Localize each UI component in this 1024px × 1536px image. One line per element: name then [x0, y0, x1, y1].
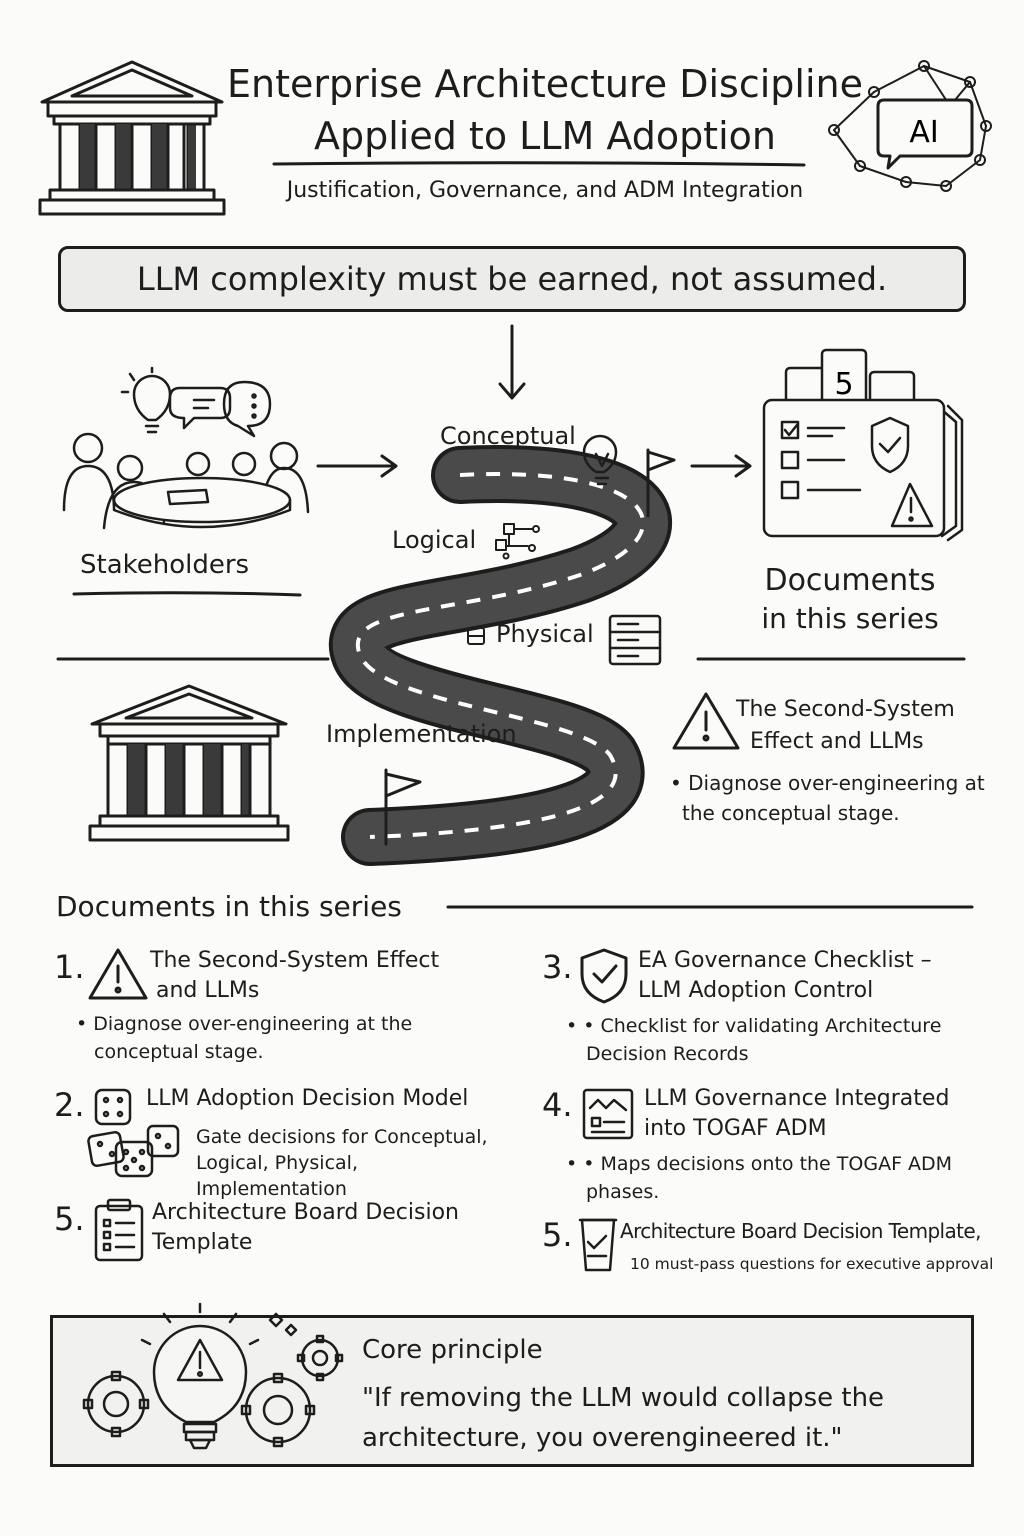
- gears-lightbulb-icon: [82, 1302, 344, 1450]
- doc-item-desc: • • Checklist for validating Architectur…: [566, 1012, 941, 1068]
- core-principle-heading: Core principle: [362, 1335, 543, 1365]
- chart-document-icon: [582, 1088, 634, 1140]
- documents-label: Documents in this series: [740, 562, 960, 638]
- doc-item-desc: 10 must-pass questions for executive app…: [630, 1255, 994, 1273]
- doc-item-title: EA Governance Checklist – LLM Adoption C…: [638, 946, 932, 1006]
- doc-item-2[interactable]: 2. LLM Adoption Decision Model Gate deci…: [54, 1084, 504, 1200]
- key-message-text: LLM complexity must be earned, not assum…: [136, 260, 888, 298]
- dice-icon: [87, 1088, 180, 1178]
- stakeholders-underline: [72, 591, 302, 597]
- callout-desc-line1: • Diagnose over-engineering at: [670, 771, 985, 795]
- doc-item-4[interactable]: 4. LLM Governance Integrated into TOGAF …: [542, 1084, 982, 1204]
- cup-check-icon: [578, 1218, 618, 1272]
- documents-section-title: Documents in this series: [56, 890, 402, 923]
- shield-check-icon: [580, 948, 628, 1004]
- flag-icon: [646, 448, 676, 518]
- flag-icon-2: [384, 768, 422, 846]
- callout-desc-line1-text: Diagnose over-engineering at: [688, 771, 985, 795]
- doc-stack-number: 5: [834, 367, 853, 402]
- doc-item-number: 3.: [542, 948, 573, 986]
- doc-item-3[interactable]: 3. EA Governance Checklist – LLM Adoptio…: [542, 946, 982, 1066]
- temple-icon: [38, 60, 226, 216]
- doc-item-title-line2: Template: [152, 1230, 253, 1255]
- arrow-down-icon: [498, 324, 526, 400]
- callout-desc-line2: the conceptual stage.: [682, 801, 900, 825]
- arrow-right-icon-2: [690, 454, 752, 478]
- doc-item-5-left[interactable]: 5. Architecture Board Decision Template: [54, 1198, 504, 1268]
- temple-icon-2: [88, 684, 290, 842]
- doc-item-title-line1: LLM Adoption Decision Model: [146, 1086, 469, 1111]
- stage-physical: Physical: [496, 620, 594, 648]
- core-quote-line1: "If removing the LLM would collapse the: [362, 1383, 885, 1413]
- page-subtitle: Justification, Governance, and ADM Integ…: [286, 178, 804, 203]
- doc-item-number: 2.: [54, 1086, 85, 1124]
- warning-icon: [88, 948, 148, 1000]
- clipboard-icon: [94, 1198, 144, 1262]
- doc-item-title: LLM Adoption Decision Model: [146, 1084, 468, 1114]
- doc-item-number: 5.: [542, 1216, 573, 1254]
- divider-right: [696, 657, 966, 661]
- documents-stack-icon: 5: [762, 348, 964, 542]
- doc-item-title-line2: into TOGAF ADM: [644, 1116, 827, 1141]
- core-principle-quote: "If removing the LLM would collapse the …: [362, 1378, 962, 1458]
- stakeholders-icon: [62, 366, 310, 530]
- documents-label-line1: Documents: [764, 563, 936, 598]
- doc-item-desc-line1: • • Checklist for validating Architectur…: [566, 1015, 942, 1037]
- arrow-right-icon: [316, 454, 398, 478]
- doc-item-desc-line1: Gate decisions for Conceptual,: [196, 1126, 488, 1148]
- doc-item-title: The Second-System Effect and LLMs: [150, 946, 439, 1006]
- doc-item-title-line1: Architecture Board Decision: [152, 1200, 459, 1225]
- server-small-icon: [467, 627, 485, 645]
- roadmap-road: [328, 445, 672, 866]
- doc-item-title: LLM Governance Integrated into TOGAF ADM: [644, 1084, 949, 1144]
- doc-item-desc-line1-text: • Maps decisions onto the TOGAF ADM: [583, 1153, 953, 1175]
- server-rack-icon: [608, 614, 662, 666]
- title-underline: [272, 161, 806, 167]
- stage-implementation: Implementation: [326, 720, 517, 748]
- doc-item-number: 5.: [54, 1200, 85, 1238]
- doc-item-desc: • Diagnose over-engineering at the conce…: [76, 1010, 412, 1066]
- section-rule: [446, 905, 974, 909]
- callout-title-line2: Effect and LLMs: [750, 729, 924, 754]
- key-message-banner: LLM complexity must be earned, not assum…: [58, 246, 966, 312]
- doc-item-desc-line1-text: • Checklist for validating Architecture: [583, 1015, 942, 1037]
- doc-item-desc: Gate decisions for Conceptual, Logical, …: [196, 1124, 504, 1202]
- page-title: Enterprise Architecture Discipline Appli…: [225, 58, 865, 162]
- doc-item-desc-line2: phases.: [586, 1181, 660, 1203]
- callout-title-line1: The Second-System: [736, 697, 955, 722]
- ai-badge: AI: [909, 115, 938, 150]
- doc-item-title-line1: LLM Governance Integrated: [644, 1086, 950, 1111]
- doc-item-5-right[interactable]: 5. Architecture Board Decision Template,…: [542, 1214, 1002, 1284]
- documents-label-line2: in this series: [761, 602, 939, 635]
- title-line-1: Enterprise Architecture Discipline: [226, 62, 864, 106]
- doc-item-desc-line2: Logical, Physical, Implementation: [196, 1152, 358, 1200]
- lightbulb-icon: [582, 434, 618, 486]
- doc-item-desc-line1: • Diagnose over-engineering at the: [76, 1013, 413, 1035]
- doc-item-desc-line2: conceptual stage.: [94, 1041, 264, 1063]
- doc-item-title-line2: and LLMs: [156, 978, 260, 1003]
- doc-item-number: 4.: [542, 1086, 573, 1124]
- doc-item-number: 1.: [54, 948, 85, 986]
- doc-item-1[interactable]: 1. The Second-System Effect and LLMs • D…: [54, 946, 494, 1066]
- doc-item-desc-line1: • • Maps decisions onto the TOGAF ADM: [566, 1153, 953, 1175]
- stage-conceptual: Conceptual: [440, 422, 576, 450]
- callout-desc: • Diagnose over-engineering at the conce…: [670, 768, 985, 828]
- doc-item-title-line2: LLM Adoption Control: [638, 978, 874, 1003]
- doc-item-title: Architecture Board Decision Template: [152, 1198, 459, 1258]
- ai-network-icon: AI: [828, 60, 992, 192]
- doc-item-title-line1: EA Governance Checklist –: [638, 948, 932, 973]
- title-line-2: Applied to LLM Adoption: [314, 114, 776, 158]
- doc-item-title: Architecture Board Decision Template,: [620, 1219, 981, 1243]
- stakeholders-label: Stakeholders: [80, 550, 250, 580]
- stage-logical: Logical: [392, 526, 477, 554]
- divider-left: [56, 657, 330, 661]
- doc-item-desc: • • Maps decisions onto the TOGAF ADM ph…: [566, 1150, 952, 1206]
- doc-item-title-line1: The Second-System Effect: [150, 948, 440, 973]
- callout-title: The Second-System Effect and LLMs: [736, 694, 955, 758]
- doc-item-desc-line2: Decision Records: [586, 1043, 749, 1065]
- warning-icon: [672, 692, 740, 750]
- core-quote-line2: architecture, you overengineered it.": [362, 1423, 843, 1453]
- network-nodes-icon: [495, 523, 540, 560]
